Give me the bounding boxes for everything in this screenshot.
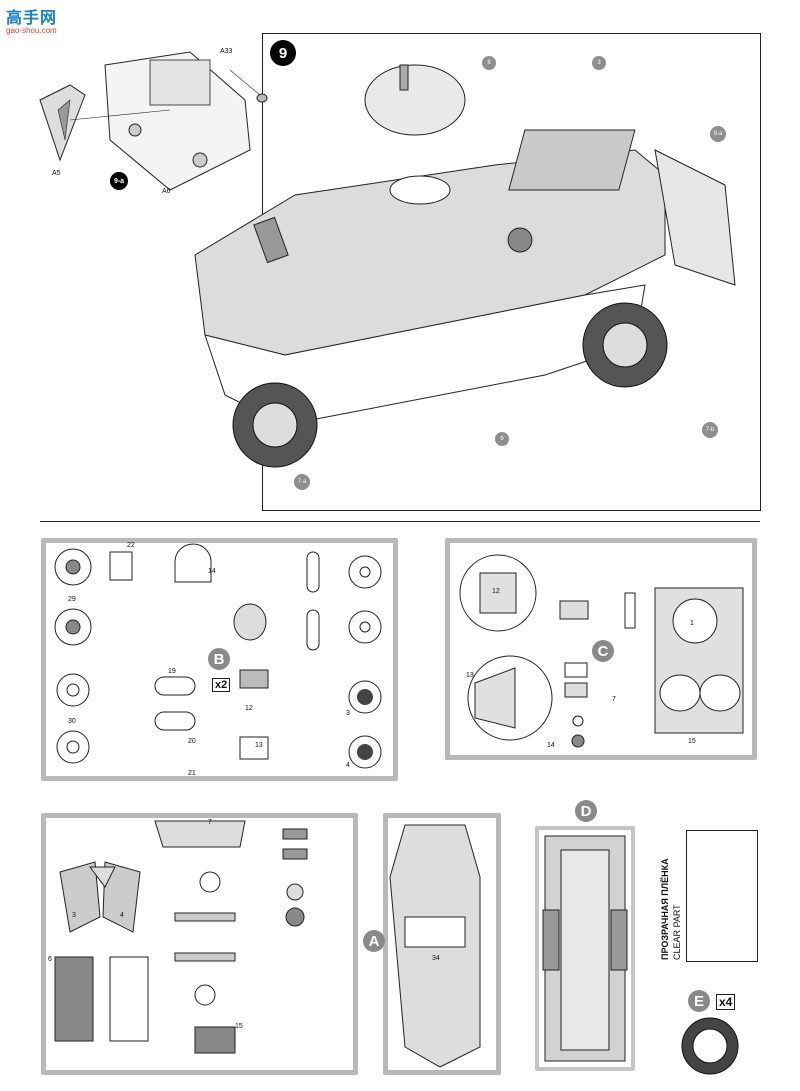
inset-9a-drawing (39, 51, 268, 191)
clear-part-title-ru: ПРОЗРАЧНАЯ ПЛЁНКА (660, 858, 670, 960)
sprue-a-hull-frame (383, 813, 501, 1075)
sprue-b-frame (41, 538, 398, 781)
sprue-a-part-34: 34 (432, 955, 440, 962)
sprue-b-part-29: 29 (68, 596, 76, 603)
sprue-b-multiplier: x2 (212, 678, 231, 692)
sprue-b-part-14: 14 (208, 568, 216, 575)
sprue-e-letter: E (688, 990, 710, 1012)
sprue-c-part-13: 13 (466, 672, 474, 679)
section-divider (40, 521, 760, 522)
clear-part-title-en: CLEAR PART (672, 904, 682, 960)
sprue-a-parts (54, 820, 481, 1068)
sprue-a-part-3: 3 (72, 912, 76, 919)
sprue-a-letter: A (363, 930, 385, 952)
sprue-c-part-1: 1 (690, 620, 694, 627)
sprue-d-frame (535, 826, 635, 1071)
step-number: 9 (278, 44, 288, 62)
vehicle-assembly-drawing (194, 64, 736, 468)
sprue-b-letter: B (208, 648, 230, 670)
sprue-a-part-15: 15 (235, 1023, 243, 1030)
watermark-brand: 高手网 (6, 10, 58, 27)
callout-7b: 7-b (702, 422, 718, 438)
step-number-badge: 9 (270, 40, 296, 66)
sprue-b-part-4: 4 (346, 762, 350, 769)
sprue-c-part-12: 12 (492, 588, 500, 595)
sprue-c-parts (459, 554, 744, 748)
sprue-d-parts (542, 835, 628, 1062)
sprue-a-part-4: 4 (120, 912, 124, 919)
callout-9a: 9-a (710, 126, 726, 142)
sprue-b-part-13: 13 (255, 742, 263, 749)
watermark: 高手网 gao-shou.com (6, 4, 57, 35)
sprue-b-part-21: 21 (188, 770, 196, 777)
callout-7a: 7-a (294, 474, 310, 490)
part-a33-label: A33 (220, 48, 233, 55)
sprue-b-part-30: 30 (68, 718, 76, 725)
sprue-b-part-12: 12 (245, 705, 253, 712)
sprue-c-part-14: 14 (547, 742, 555, 749)
sprue-e-tire (681, 1017, 739, 1075)
sprue-a-part-6: 6 (48, 956, 52, 963)
substep-badge: 9-a (110, 172, 128, 190)
clear-part-caption: ПРОЗРАЧНАЯ ПЛЁНКА CLEAR PART (660, 830, 688, 960)
part-a5-label: A5 (52, 170, 61, 177)
callout-6: 6 (495, 432, 509, 446)
part-a6-label: A6 (162, 188, 171, 195)
substep-label: 9-a (113, 177, 125, 185)
sprue-b-parts (54, 543, 382, 769)
callout-3: 3 (592, 56, 606, 70)
sprue-b-part-3: 3 (346, 710, 350, 717)
sprue-e-multiplier: x4 (716, 994, 736, 1010)
sprue-c-part-7: 7 (612, 696, 616, 703)
sprue-a-part-7: 7 (208, 819, 212, 826)
sprue-a-frame (41, 813, 358, 1075)
sprue-b-part-19: 19 (168, 668, 176, 675)
sprue-c-letter: C (592, 640, 614, 662)
sprue-b-part-20: 20 (188, 738, 196, 745)
sprue-d-letter: D (575, 800, 597, 822)
watermark-url: gao-shou.com (6, 26, 57, 35)
sprue-b-part-22: 22 (127, 542, 135, 549)
callout-8: 8 (482, 56, 496, 70)
sprue-c-part-15: 15 (688, 738, 696, 745)
sprue-c-frame (445, 538, 757, 760)
clear-part-box (686, 830, 758, 962)
